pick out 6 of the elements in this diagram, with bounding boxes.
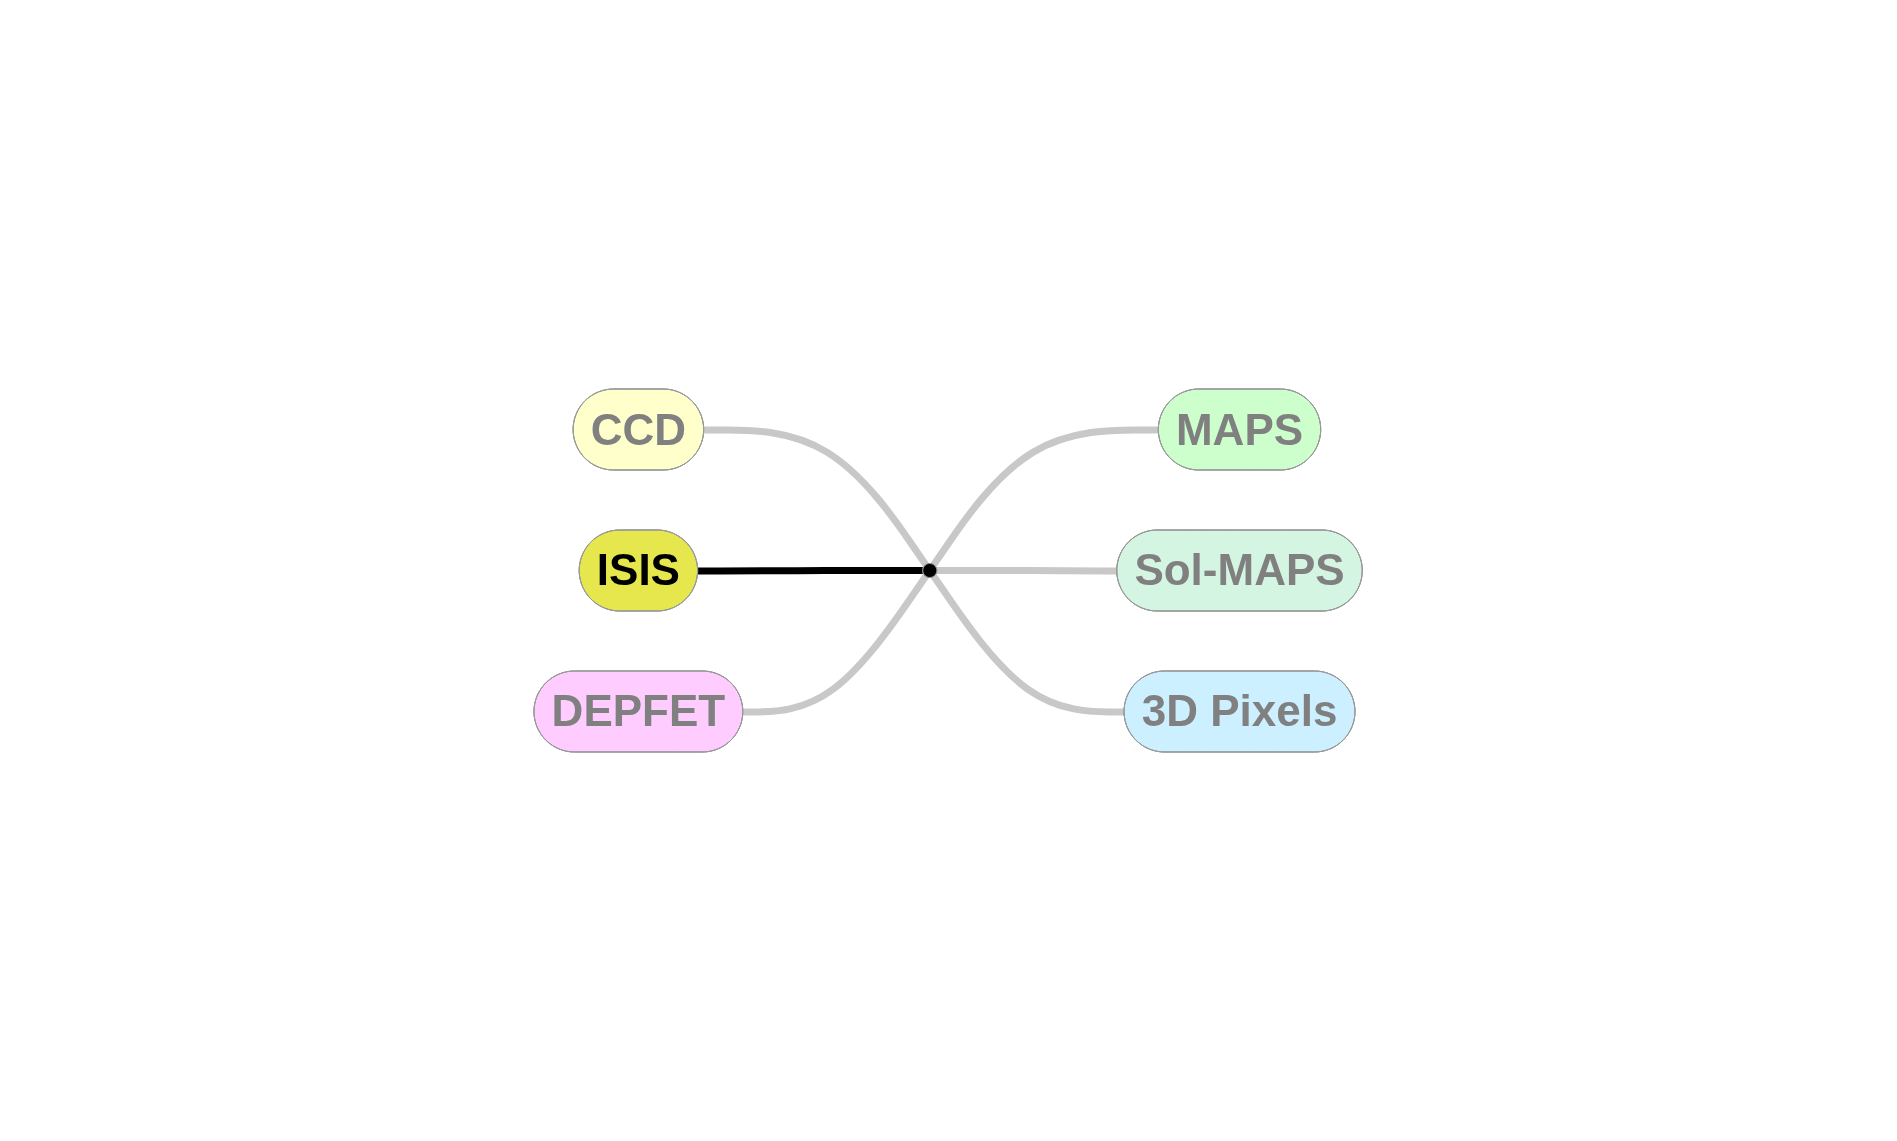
connector [704, 426, 930, 567]
connector [698, 567, 924, 575]
connector [937, 567, 1118, 575]
connector [743, 574, 930, 716]
connector [931, 426, 1160, 567]
connector [931, 574, 1125, 716]
